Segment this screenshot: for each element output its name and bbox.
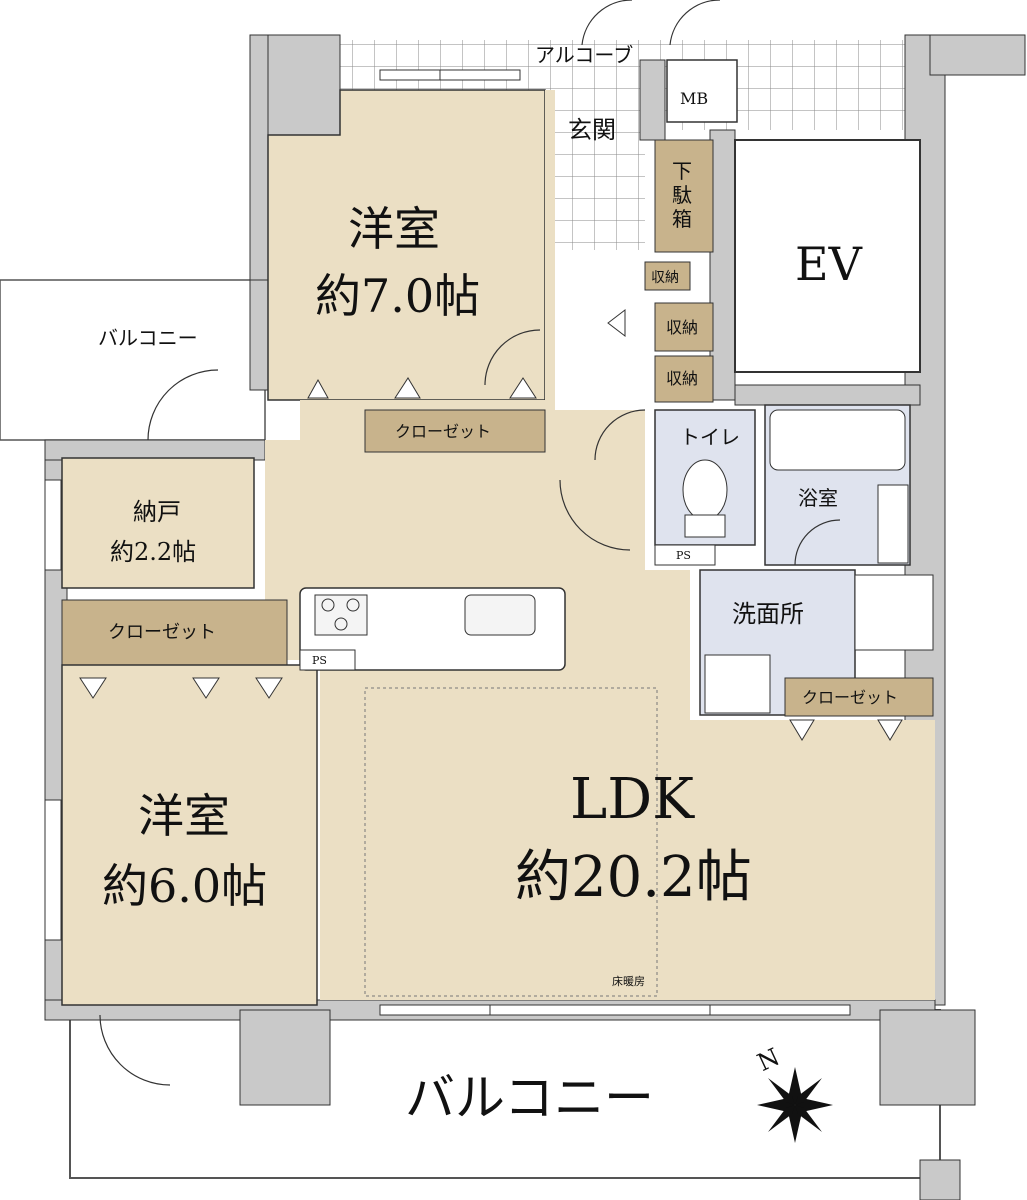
ps-kitchen-label: PS bbox=[312, 654, 327, 667]
storage-c-label: 収納 bbox=[666, 369, 698, 388]
washbasin bbox=[854, 574, 934, 651]
elevator-label: EV bbox=[795, 237, 863, 291]
closet-door-markers bbox=[79, 308, 903, 741]
closet-2 bbox=[61, 599, 288, 666]
ps-toilet-label: PS bbox=[676, 549, 691, 562]
bath-label: 浴室 bbox=[798, 486, 838, 510]
entrance-label: 玄関 bbox=[568, 116, 616, 144]
western-room-1-size: 約7.0帖 bbox=[315, 269, 480, 323]
elevator-shaft bbox=[734, 139, 921, 373]
western-room-2-floor bbox=[61, 664, 318, 1006]
storage-a-label: 収納 bbox=[651, 270, 679, 286]
storage-c bbox=[654, 355, 714, 403]
ps-box-kitchen bbox=[299, 649, 356, 671]
hallway-white bbox=[555, 250, 645, 410]
storage-b-label: 収納 bbox=[666, 318, 698, 337]
closet-3 bbox=[784, 677, 934, 717]
ldk-name: LDK bbox=[570, 767, 695, 832]
shoe-closet-label-2: 駄 bbox=[672, 183, 692, 207]
storage-room-size: 約2.2帖 bbox=[110, 538, 196, 566]
alcove-label: アルコーブ bbox=[535, 43, 633, 67]
bathtub bbox=[769, 409, 906, 471]
storage-room-floor bbox=[61, 457, 255, 589]
western-room-1-name: 洋室 bbox=[348, 202, 440, 256]
washroom-label: 洗面所 bbox=[732, 600, 804, 628]
hallway-floor bbox=[265, 90, 935, 1000]
storage-a bbox=[644, 261, 691, 291]
washer-space bbox=[704, 654, 771, 714]
shoe-closet-label-1: 下 bbox=[672, 159, 692, 183]
shoe-closet-label-3: 箱 bbox=[672, 207, 692, 231]
floor-heating-area bbox=[364, 687, 658, 997]
meter-box-label: MB bbox=[680, 89, 708, 108]
balcony-main-label: バルコニー bbox=[405, 1069, 654, 1127]
closet-2-label: クローゼット bbox=[108, 622, 216, 643]
floor-heating-label: 床暖房 bbox=[612, 974, 645, 988]
toilet-bowl bbox=[682, 459, 728, 521]
closet-1-label: クローゼット bbox=[395, 422, 491, 441]
windows bbox=[44, 69, 851, 1016]
balcony-small-label: バルコニー bbox=[98, 326, 198, 350]
entrance-floor bbox=[555, 90, 645, 250]
balcony-small-area bbox=[0, 279, 266, 441]
sink bbox=[464, 594, 536, 636]
closet-3-label: クローゼット bbox=[802, 688, 898, 707]
storage-b bbox=[654, 302, 714, 352]
doors bbox=[99, 0, 841, 1086]
stove bbox=[314, 594, 368, 636]
storage-room-name: 納戸 bbox=[133, 498, 181, 526]
ps-box-toilet bbox=[654, 544, 716, 566]
western-room-2-name: 洋室 bbox=[138, 789, 230, 843]
toilet-label: トイレ bbox=[680, 425, 740, 449]
closet-1 bbox=[364, 409, 546, 453]
meter-box bbox=[666, 59, 738, 123]
shoe-closet bbox=[654, 139, 714, 253]
ldk-size: 約20.2帖 bbox=[515, 845, 752, 910]
western-room-2-size: 約6.0帖 bbox=[102, 859, 267, 913]
compass-icon bbox=[757, 1067, 833, 1143]
